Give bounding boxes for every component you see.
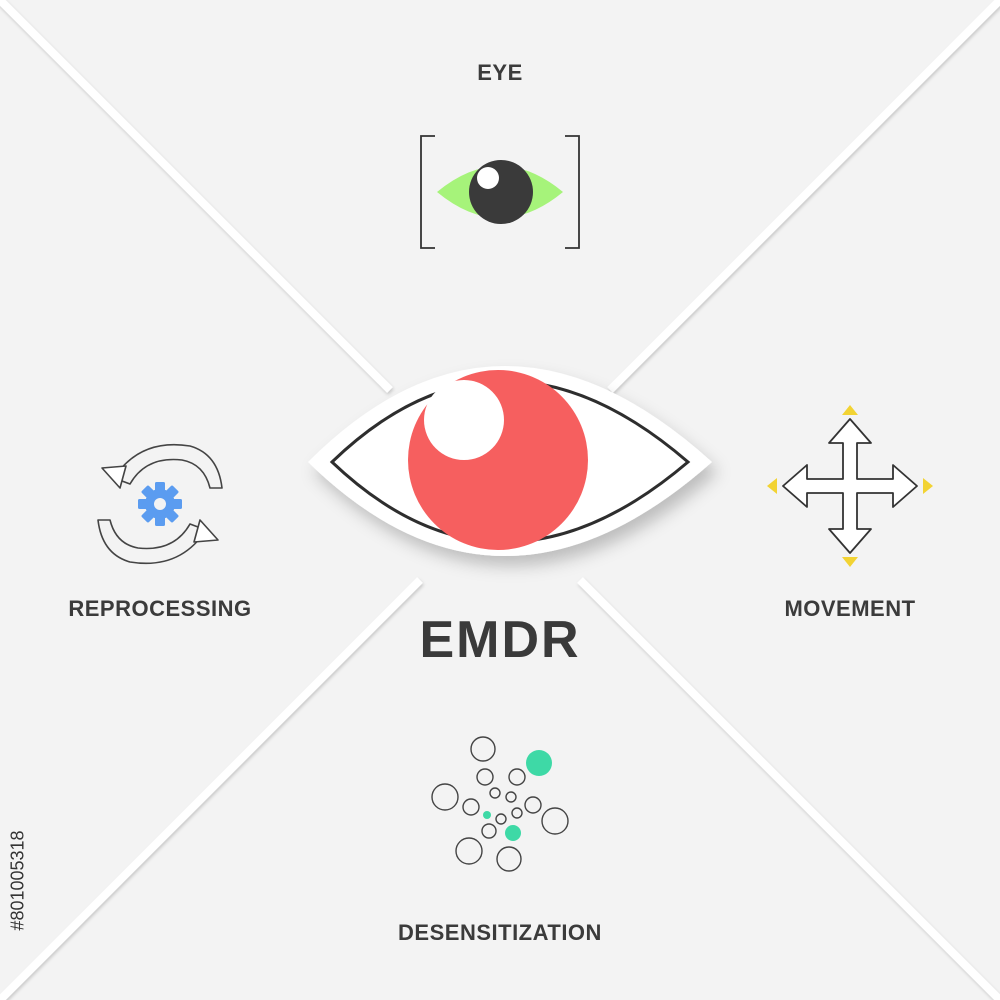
large-eye-icon <box>308 366 712 556</box>
divider-bottom-left <box>0 577 423 1000</box>
scattered-circles-icon <box>431 736 569 872</box>
stock-id-text: #801005318 <box>7 830 28 931</box>
label-movement: MOVEMENT <box>784 596 916 621</box>
label-eye: EYE <box>477 60 523 85</box>
eye-icon <box>420 135 580 249</box>
four-way-arrows-icon <box>767 405 933 567</box>
diagram-title: EMDR <box>419 611 581 669</box>
label-desensitization: DESENSITIZATION <box>398 920 602 945</box>
divider-bottom-right <box>577 577 1000 1000</box>
divider-top-right <box>607 0 1000 393</box>
reprocessing-cycle-icon <box>97 443 223 565</box>
label-reprocessing: REPROCESSING <box>68 596 252 621</box>
stock-id-watermark: #801005318 <box>8 770 28 990</box>
central-highlight <box>424 380 504 460</box>
divider-top-left <box>0 0 393 393</box>
